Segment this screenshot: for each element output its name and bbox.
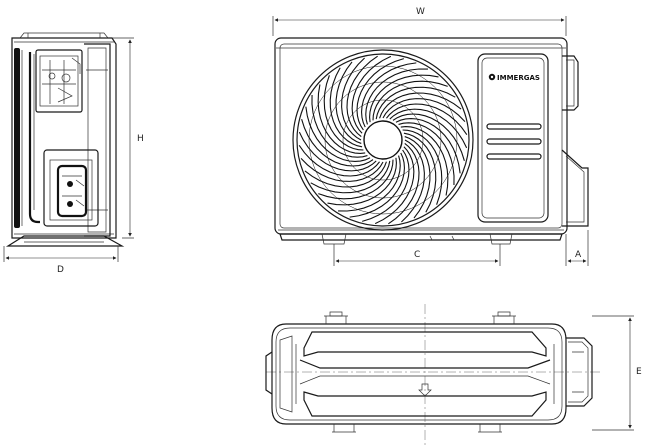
fan-blade-line bbox=[388, 143, 420, 225]
top-view: E bbox=[265, 304, 642, 445]
fan-blade-line bbox=[300, 158, 384, 182]
dimension-w-label: W bbox=[416, 7, 425, 17]
dimension-e-label: E bbox=[636, 367, 642, 377]
fan-blade-line bbox=[398, 122, 455, 185]
dimension-h-label: H bbox=[137, 134, 144, 144]
fan-blade-line bbox=[400, 126, 449, 196]
fan-blade-line bbox=[379, 92, 462, 119]
fan-ring bbox=[308, 65, 458, 215]
fan-blade-line bbox=[392, 113, 465, 161]
fan-blade-line bbox=[310, 160, 391, 194]
fan-blade-line bbox=[362, 149, 410, 222]
fan-blade-line bbox=[382, 98, 466, 122]
dimension-c-label: C bbox=[414, 250, 420, 260]
fan-blade-line bbox=[301, 119, 374, 167]
side-view: H D bbox=[3, 32, 144, 275]
fan-blade-line bbox=[305, 106, 371, 162]
fan-blade-line bbox=[304, 161, 387, 188]
fan-blade-line bbox=[298, 145, 380, 177]
fan-blade-line bbox=[335, 61, 362, 144]
fan-blade-line bbox=[403, 132, 437, 213]
fan-grille bbox=[292, 49, 474, 231]
dimension-d-label: D bbox=[57, 265, 64, 275]
fan-blade-line bbox=[318, 159, 394, 200]
fan-blade-line bbox=[311, 95, 368, 158]
fan-blade-line bbox=[402, 129, 443, 205]
fan-blade-line bbox=[323, 75, 364, 151]
fan-blade-line bbox=[375, 86, 456, 120]
fan-blade-line bbox=[372, 80, 448, 121]
fan-blade-line bbox=[374, 146, 415, 225]
fan-ring bbox=[342, 99, 424, 181]
fan-blade-line bbox=[298, 131, 377, 172]
fan-blade-line bbox=[369, 74, 439, 123]
fan-blade-line bbox=[389, 108, 468, 149]
fan-blade-line bbox=[329, 67, 363, 148]
fan-blade-line bbox=[356, 58, 404, 131]
fan-blade-line bbox=[386, 103, 468, 135]
fan-blade-line bbox=[365, 68, 428, 125]
svg-text:IMMERGAS: IMMERGAS bbox=[497, 74, 540, 82]
fan-blade-line bbox=[401, 139, 425, 223]
fan-ring bbox=[324, 81, 442, 199]
fan-blade-line bbox=[327, 157, 397, 206]
fan-blade-line bbox=[351, 55, 392, 134]
fan-blade-line bbox=[361, 62, 417, 128]
immergas-logo: IMMERGAS bbox=[488, 73, 540, 82]
fan-blade-line bbox=[338, 155, 401, 212]
fan-blade-line bbox=[395, 118, 461, 174]
fan-blade-line bbox=[404, 136, 431, 219]
fan-blade-line bbox=[346, 55, 378, 137]
front-view: W IMMERGAS bbox=[272, 7, 589, 266]
fan-blade-line bbox=[317, 84, 366, 154]
fan-blade-line bbox=[349, 152, 405, 218]
dimension-a-label: A bbox=[575, 250, 582, 260]
fan-blade-line bbox=[341, 57, 365, 141]
